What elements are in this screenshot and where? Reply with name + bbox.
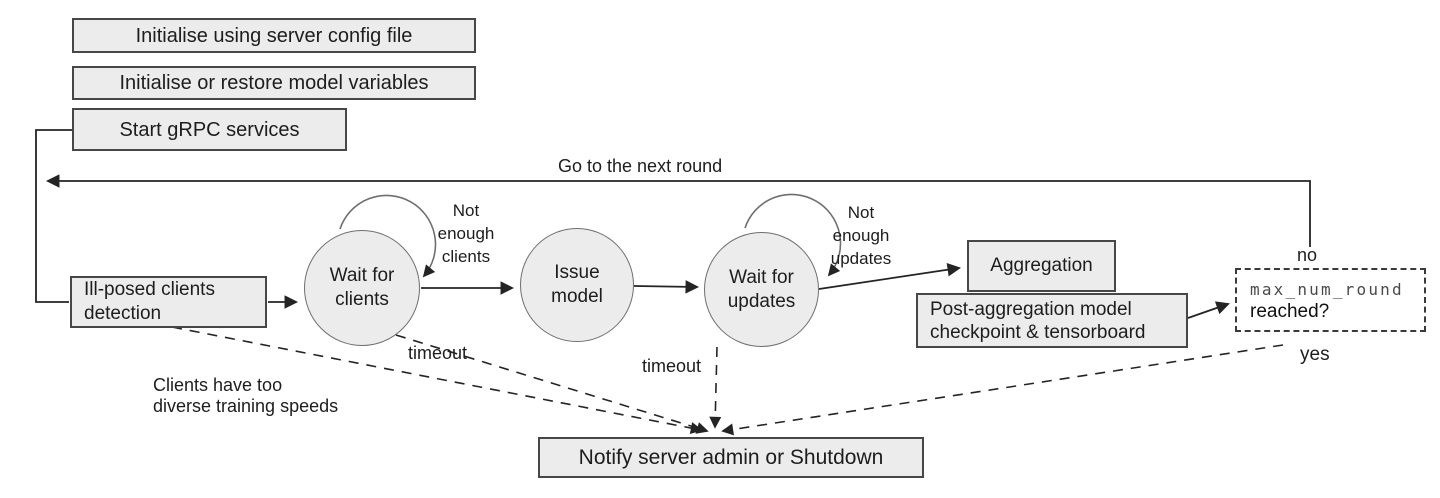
edge-start-grpc-to-ill-posed <box>35 129 72 303</box>
edge-timeout-updates-to-notify <box>709 346 722 429</box>
state-wait-for-clients: Wait for clients <box>304 230 420 346</box>
node-aggregation: Aggregation <box>967 240 1116 292</box>
node-initialise-config: Initialise using server config file <box>72 18 476 53</box>
label-clients-diverse-training-speeds: Clients have too diverse training speeds <box>153 375 339 416</box>
edge-timeout-clients-to-notify <box>395 334 709 434</box>
edge-loop-not-enough-updates <box>744 193 842 277</box>
label-timeout-clients: timeout <box>408 343 468 363</box>
edge-go-to-next-round <box>45 174 1311 247</box>
edge-wait-updates-to-aggregation <box>818 263 962 290</box>
max-num-round-code-text: max_num_round <box>1250 280 1404 299</box>
state-wait-for-updates: Wait for updates <box>704 232 819 347</box>
node-post-aggregation-checkpoint: Post-aggregation model checkpoint & tens… <box>916 293 1188 348</box>
label-yes: yes <box>1300 344 1330 365</box>
reached-question-text: reached? <box>1250 301 1330 322</box>
edge-yes-to-notify <box>721 344 1284 436</box>
state-issue-model: Issue model <box>520 228 634 342</box>
node-start-grpc-services: Start gRPC services <box>72 108 347 151</box>
label-not-enough-clients: Not enough clients <box>437 201 495 266</box>
edge-issue-model-to-wait-updates <box>633 280 700 294</box>
label-not-enough-updates: Not enough updates <box>830 203 892 268</box>
node-ill-posed-clients-detection: Ill-posed clients detection <box>70 276 267 328</box>
label-no: no <box>1297 245 1318 265</box>
edge-loop-not-enough-clients <box>339 194 437 278</box>
node-initialise-model-variables: Initialise or restore model variables <box>72 66 476 100</box>
node-max-num-round-reached: max_num_round reached? <box>1235 268 1426 332</box>
label-timeout-updates: timeout <box>642 356 702 376</box>
edge-post-aggregation-to-max-round <box>1187 301 1230 319</box>
label-go-to-next-round: Go to the next round <box>558 156 723 176</box>
node-notify-server-admin-or-shutdown: Notify server admin or Shutdown <box>538 437 924 478</box>
